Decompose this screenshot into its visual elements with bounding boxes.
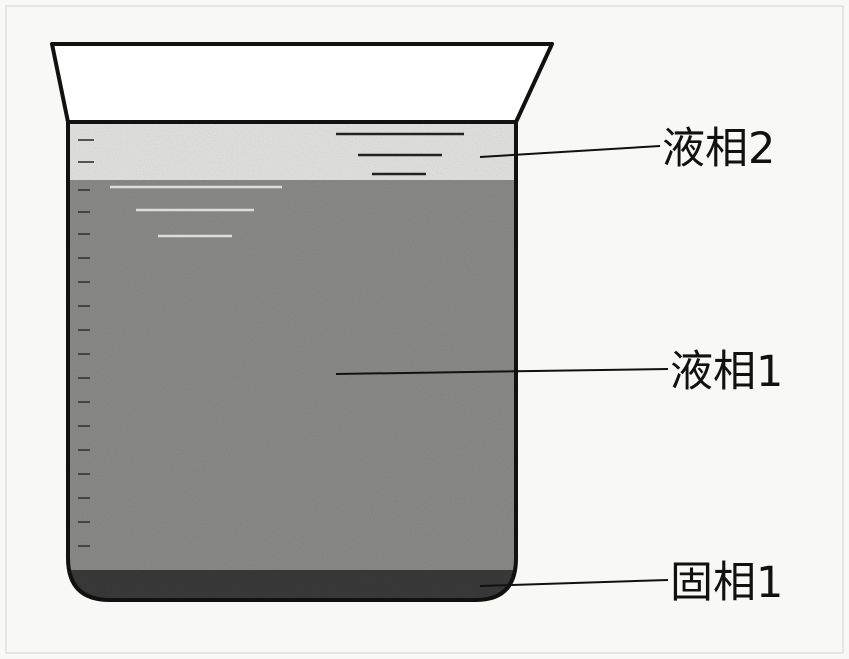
liquid-phase-1-surface-marks [110, 185, 282, 238]
solid-phase-1-fill [68, 570, 516, 600]
solid-phase-1-leader-line [479, 579, 669, 587]
liquid-phase-2-surface-marks [336, 132, 464, 176]
liquid-phase-1-fill [68, 180, 516, 572]
paper-border [5, 5, 844, 654]
liquid-phase-2-fill [68, 122, 516, 182]
beaker-body-outline [66, 122, 518, 602]
beaker-contents [68, 122, 516, 600]
beaker-rim [50, 42, 554, 124]
liquid-phase-1-label: 液相1 [670, 347, 783, 397]
liquid-phase-2-label: 液相2 [662, 124, 775, 174]
liquid-phase-2-leader-line [479, 145, 661, 158]
liquid-phase-1-leader-line [335, 368, 669, 375]
graduation-marks [78, 139, 94, 547]
solid-phase-1-label: 固相1 [670, 558, 783, 608]
